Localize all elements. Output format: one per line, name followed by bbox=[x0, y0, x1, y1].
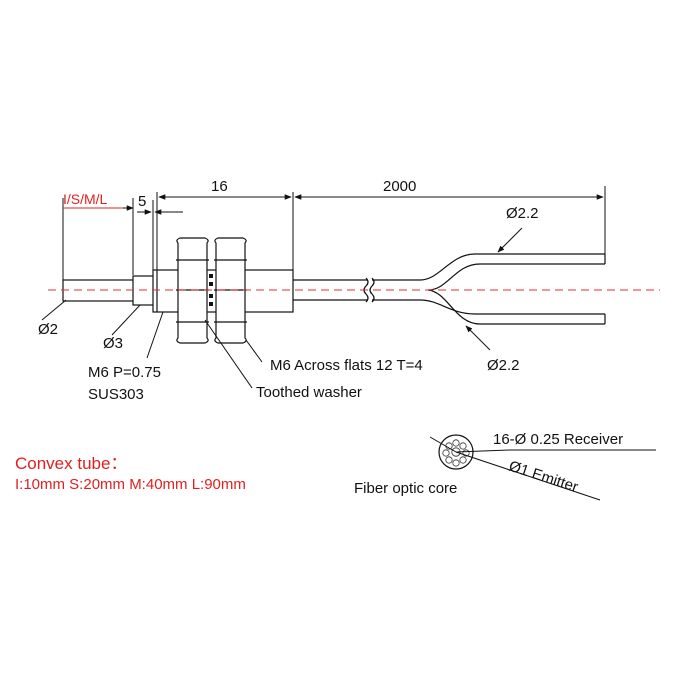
thread-spec-label: M6 P=0.75 bbox=[88, 364, 161, 381]
material-label: SUS303 bbox=[88, 386, 144, 403]
cable-bottom-leader bbox=[465, 325, 491, 351]
dimension-lines bbox=[63, 194, 604, 215]
shoulder-dia-label: Ø3 bbox=[103, 335, 123, 352]
extension-lines bbox=[62, 186, 606, 280]
body-length-label: 16 bbox=[211, 178, 228, 195]
washer-note-label: Toothed washer bbox=[256, 384, 362, 401]
cable-length-label: 2000 bbox=[383, 178, 416, 195]
emitter-label: Ø1 Emitter bbox=[507, 458, 580, 496]
cable-top-leader bbox=[497, 227, 523, 253]
tube-dia-leader bbox=[41, 299, 67, 321]
cable-top-dia-label: Ø2.2 bbox=[506, 205, 539, 222]
cable bbox=[293, 253, 606, 325]
tube-length-label: I/S/M/L bbox=[63, 191, 108, 207]
cable-bottom-dia-label: Ø2.2 bbox=[487, 357, 520, 374]
thread-leader bbox=[146, 311, 164, 359]
fiber-core-section bbox=[429, 434, 656, 501]
receiver-label: 16-Ø 0.25 Receiver bbox=[493, 431, 623, 448]
washer-leader bbox=[204, 319, 253, 389]
shoulder-dia-leader bbox=[111, 304, 141, 336]
fiber-core-caption: Fiber optic core bbox=[354, 480, 457, 497]
shoulder-label: 5 bbox=[138, 193, 146, 210]
nut-leader bbox=[245, 339, 263, 363]
convex-tube-values: I:10mm S:20mm M:40mm L:90mm bbox=[15, 476, 246, 493]
toothed-washer bbox=[209, 274, 213, 306]
leaders bbox=[41, 227, 523, 389]
tube-dia-label: Ø2 bbox=[38, 321, 58, 338]
convex-tube-title: Convex tube： bbox=[15, 454, 127, 473]
nut-note-label: M6 Across flats 12 T=4 bbox=[270, 357, 423, 374]
